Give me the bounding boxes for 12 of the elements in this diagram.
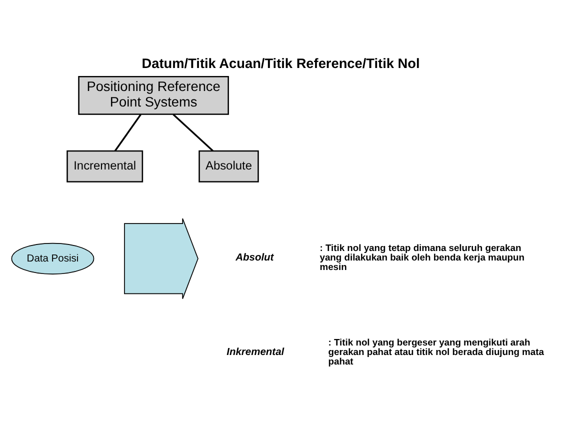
label: Inkremental xyxy=(226,346,284,358)
diagram-title: Datum/Titik Acuan/Titik Reference/Titik Nol xyxy=(142,55,420,70)
connector xyxy=(114,113,142,151)
node-box: Positioning Reference Point Systems xyxy=(78,76,229,114)
node-ellipse: Data Posisi xyxy=(11,242,94,274)
node-box: Incremental xyxy=(66,150,144,182)
label: : Titik nol yang tetap dimana seluruh gerakan yang dilakukan baik oleh benda kerja maupun mesin xyxy=(320,242,524,272)
label: Absolut xyxy=(236,252,274,263)
node-arrow xyxy=(124,218,198,299)
connector xyxy=(172,113,214,152)
label: : Titik nol yang bergeser yang mengikuti arah gerakan pahat atau titik nol berada diujung mata pahat xyxy=(328,336,544,366)
node-box: Absolute xyxy=(198,150,259,182)
